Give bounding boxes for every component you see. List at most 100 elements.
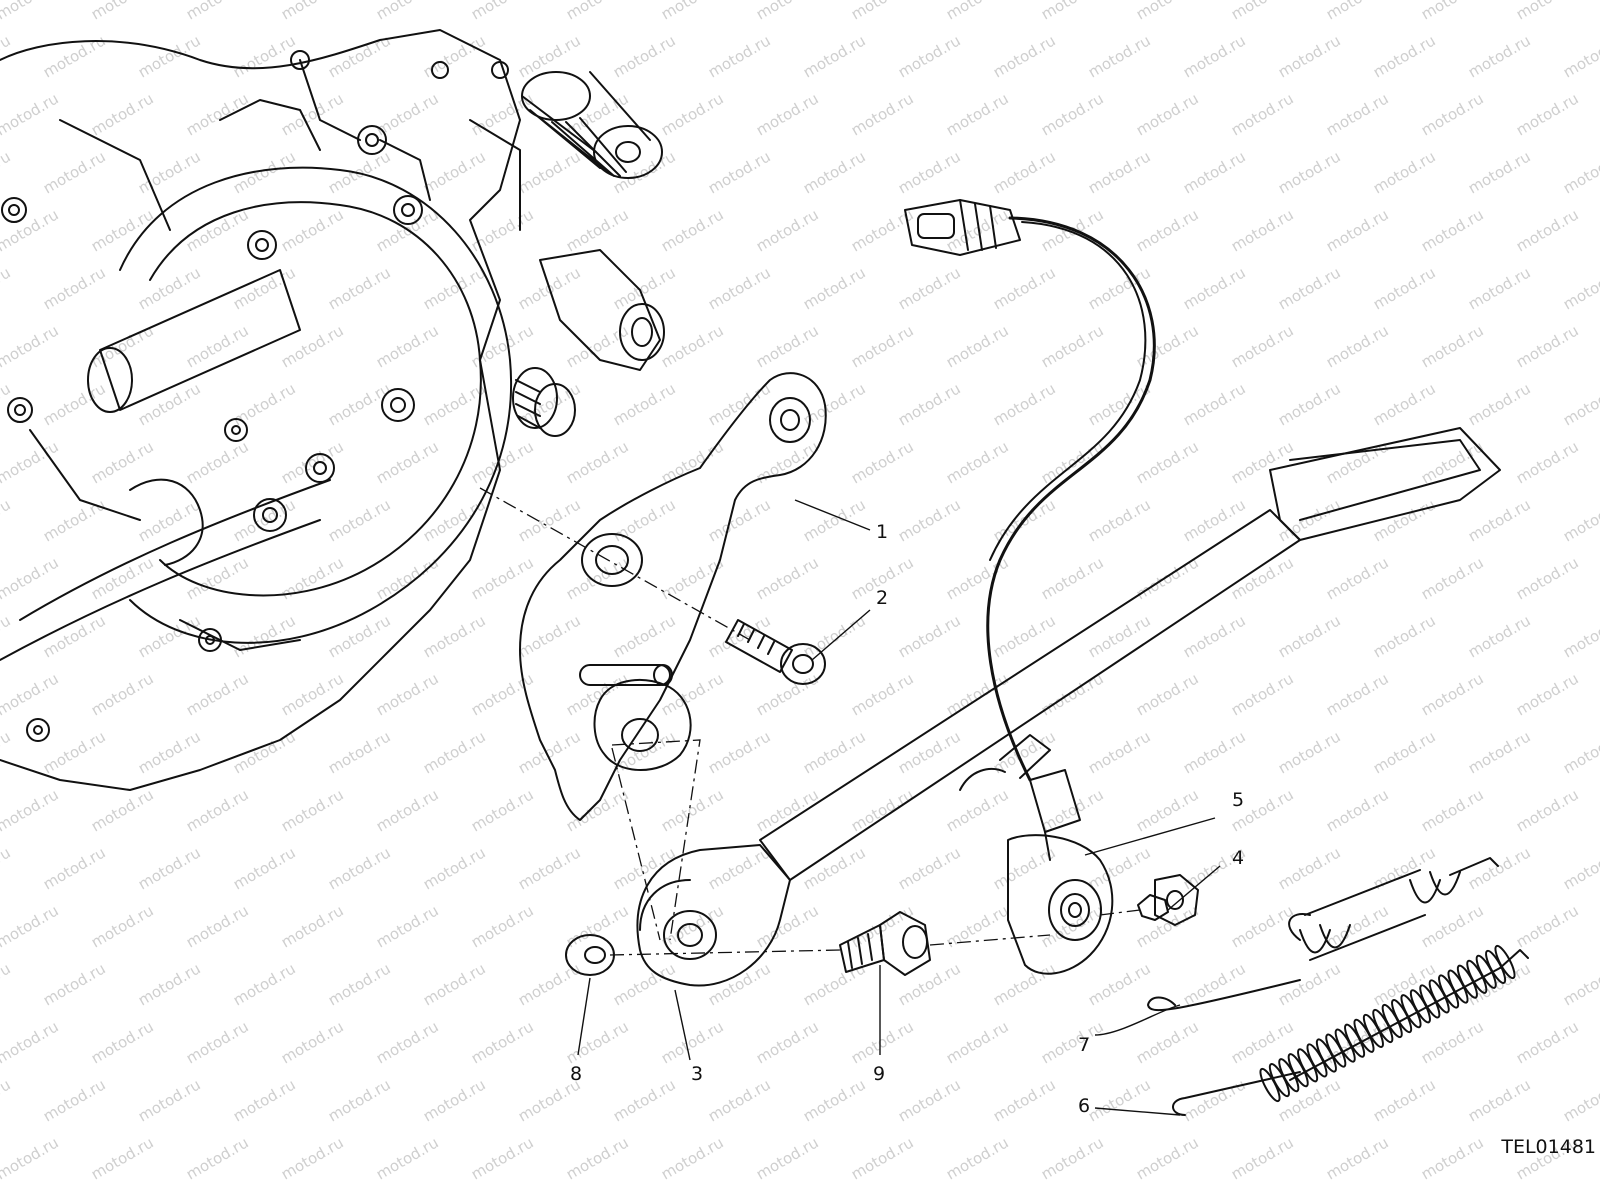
watermark-text: motod.ru xyxy=(1560,611,1600,661)
watermark-text: motod.ru xyxy=(943,785,1012,835)
watermark-text: motod.ru xyxy=(420,1075,489,1125)
watermark-text: motod.ru xyxy=(895,495,964,545)
callout-3: 3 xyxy=(691,1063,704,1085)
watermark-text: motod.ru xyxy=(1323,321,1392,371)
watermark-text: motod.ru xyxy=(1038,89,1107,139)
watermark-text: motod.ru xyxy=(1560,147,1600,197)
watermark-text: motod.ru xyxy=(1465,31,1534,81)
watermark-text: motod.ru xyxy=(990,263,1059,313)
watermark-text: motod.ru xyxy=(278,0,347,23)
watermark-text: motod.ru xyxy=(420,959,489,1009)
watermark-text: motod.ru xyxy=(563,205,632,255)
watermark-text: motod.ru xyxy=(1228,89,1297,139)
watermark-text: motod.ru xyxy=(753,89,822,139)
callout-8: 8 xyxy=(570,1063,583,1085)
watermark-text: motod.ru xyxy=(1038,321,1107,371)
watermark-text: motod.ru xyxy=(1560,843,1600,893)
watermark-text: motod.ru xyxy=(40,611,109,661)
watermark-text: motod.ru xyxy=(895,31,964,81)
watermark-text: motod.ru xyxy=(1465,843,1534,893)
watermark-text: motod.ru xyxy=(515,959,584,1009)
watermark-text: motod.ru xyxy=(373,785,442,835)
watermark-text: motod.ru xyxy=(1275,611,1344,661)
watermark-text: motod.ru xyxy=(1323,89,1392,139)
watermark-text: motod.ru xyxy=(1418,0,1487,23)
watermark-text: motod.ru xyxy=(1085,1075,1154,1125)
part-5-sensor xyxy=(1007,769,1114,975)
watermark-text: motod.ru xyxy=(1038,1133,1107,1183)
watermark-text: motod.ru xyxy=(0,1075,14,1125)
watermark-text: motod.ru xyxy=(1513,669,1582,719)
watermark-text: motod.ru xyxy=(468,901,537,951)
watermark-text: motod.ru xyxy=(1180,31,1249,81)
watermark-text: motod.ru xyxy=(420,611,489,661)
watermark-text: motod.ru xyxy=(373,1133,442,1183)
watermark-text: motod.ru xyxy=(1560,959,1600,1009)
watermark-text: motod.ru xyxy=(1560,31,1600,81)
watermark-text: motod.ru xyxy=(40,379,109,429)
watermark-text: motod.ru xyxy=(420,379,489,429)
watermark-text: motod.ru xyxy=(325,1075,394,1125)
watermark-text: motod.ru xyxy=(183,1017,252,1067)
watermark-text: motod.ru xyxy=(705,147,774,197)
watermark-text: motod.ru xyxy=(278,901,347,951)
watermark-text: motod.ru xyxy=(848,89,917,139)
reference-code: TEL01481 xyxy=(1501,1136,1596,1158)
watermark-text: motod.ru xyxy=(1228,321,1297,371)
watermark-text: motod.ru xyxy=(658,669,727,719)
watermark-text: motod.ru xyxy=(610,31,679,81)
watermark-text: motod.ru xyxy=(1560,727,1600,777)
watermark-text: motod.ru xyxy=(1323,669,1392,719)
watermark-text: motod.ru xyxy=(1418,89,1487,139)
watermark-text: motod.ru xyxy=(943,89,1012,139)
callout-5: 5 xyxy=(1232,789,1245,811)
watermark-text: motod.ru xyxy=(0,379,14,429)
watermark-text: motod.ru xyxy=(1513,205,1582,255)
watermark-text: motod.ru xyxy=(183,901,252,951)
watermark-text: motod.ru xyxy=(610,1075,679,1125)
watermark-text: motod.ru xyxy=(0,843,14,893)
watermark-text: motod.ru xyxy=(230,379,299,429)
watermark-text: motod.ru xyxy=(1513,437,1582,487)
watermark-text: motod.ru xyxy=(1513,901,1582,951)
watermark-text: motod.ru xyxy=(1180,379,1249,429)
watermark-text: motod.ru xyxy=(1228,553,1297,603)
watermark-text: motod.ru xyxy=(1228,437,1297,487)
watermark-text: motod.ru xyxy=(373,1017,442,1067)
watermark-text: motod.ru xyxy=(610,843,679,893)
watermark-text: motod.ru xyxy=(230,611,299,661)
engine-casing xyxy=(0,29,665,791)
part-9-pivot-bolt xyxy=(839,911,931,976)
callout-1: 1 xyxy=(876,521,889,543)
watermark-text: motod.ru xyxy=(278,553,347,603)
watermark-text: motod.ru xyxy=(88,89,157,139)
watermark-text: motod.ru xyxy=(1085,611,1154,661)
watermark-text: motod.ru xyxy=(1180,263,1249,313)
watermark-text: motod.ru xyxy=(800,959,869,1009)
watermark-text: motod.ru xyxy=(753,437,822,487)
watermark-text: motod.ru xyxy=(40,263,109,313)
watermark-text: motod.ru xyxy=(610,495,679,545)
part-2-bolt xyxy=(725,619,826,685)
watermark-text: motod.ru xyxy=(230,959,299,1009)
watermark-text: motod.ru xyxy=(705,843,774,893)
watermark-text: motod.ru xyxy=(658,321,727,371)
watermark-text: motod.ru xyxy=(1180,959,1249,1009)
watermark-text: motod.ru xyxy=(230,31,299,81)
watermark-text: motod.ru xyxy=(40,843,109,893)
watermark-text: motod.ru xyxy=(40,1075,109,1125)
watermark-text: motod.ru xyxy=(1418,669,1487,719)
watermark-text: motod.ru xyxy=(1228,1133,1297,1183)
watermark-text: motod.ru xyxy=(658,1017,727,1067)
watermark-text: motod.ru xyxy=(183,0,252,23)
watermark-text: motod.ru xyxy=(610,147,679,197)
watermark-text: motod.ru xyxy=(420,843,489,893)
watermark-text: motod.ru xyxy=(1560,263,1600,313)
watermark-text: motod.ru xyxy=(88,901,157,951)
watermark-text: motod.ru xyxy=(88,437,157,487)
watermark-text: motod.ru xyxy=(278,321,347,371)
watermark-text: motod.ru xyxy=(943,1017,1012,1067)
watermark-text: motod.ru xyxy=(1418,321,1487,371)
watermark-text: motod.ru xyxy=(88,1017,157,1067)
